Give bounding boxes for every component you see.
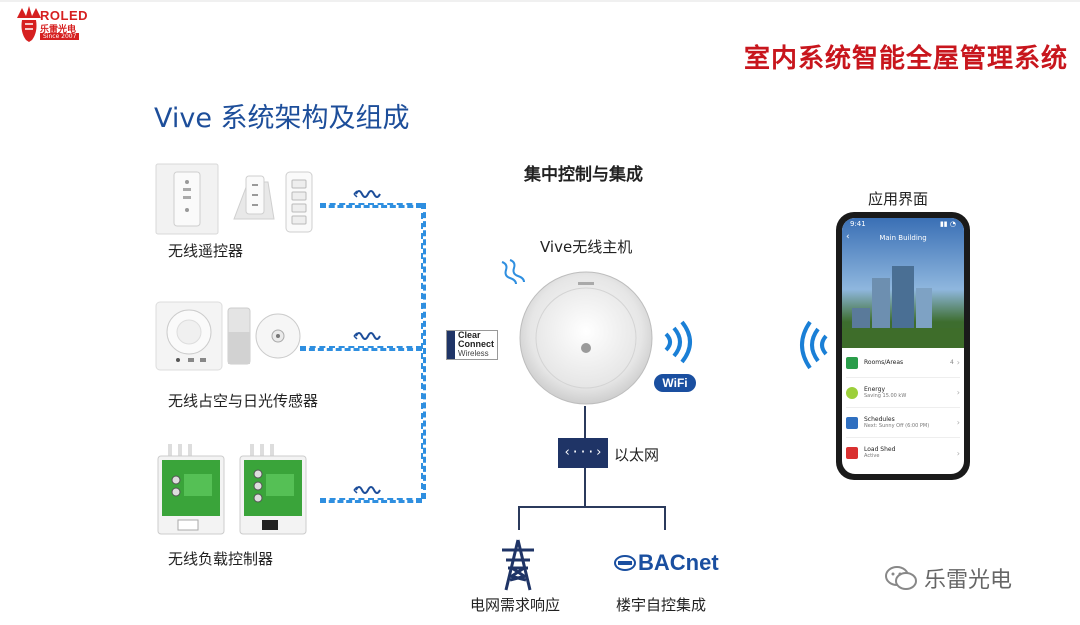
branch-line — [518, 506, 666, 508]
branch-line — [518, 506, 520, 530]
buildings-icon — [842, 266, 964, 348]
ethernet-line — [584, 406, 586, 438]
rooms-icon — [846, 356, 858, 369]
page-title: 室内系统智能全屋管理系统 — [743, 44, 1068, 74]
wifi-waves-icon — [662, 320, 692, 366]
hub-wireless-icon — [500, 258, 528, 292]
clear-connect-line1: Clear — [458, 330, 481, 340]
chevron-right-icon: › — [956, 448, 960, 458]
bms-label: 楼宇自控集成 — [616, 596, 707, 614]
top-divider — [0, 0, 1080, 2]
branch-line — [664, 506, 666, 530]
ashrae-icon — [614, 555, 636, 571]
phone-menu-item[interactable]: Energy Saving 15.00 kW › — [846, 378, 960, 408]
vive-hub-image — [518, 270, 654, 406]
chevron-right-icon: › — [956, 358, 960, 367]
bacnet-text: BACnet — [638, 550, 719, 575]
phone-screen: 9:41 ▮▮ ◔ Main Building ‹ Rooms/Areas 4 … — [842, 218, 964, 474]
ethernet-line — [584, 468, 586, 508]
phone-hero-image: 9:41 ▮▮ ◔ Main Building ‹ — [842, 218, 964, 348]
menu-item-sub: Active — [864, 453, 880, 459]
crown-icon — [17, 6, 41, 42]
phone-menu-item[interactable]: Load Shed Active › — [846, 438, 960, 468]
clear-connect-line3: Wireless — [458, 349, 489, 358]
clear-connect-line2: Connect — [458, 339, 494, 349]
menu-item-sub: Saving 15.00 kW — [864, 392, 907, 399]
menu-item-extra: 4 — [949, 359, 954, 366]
wechat-icon — [885, 566, 917, 590]
smartphone: 9:41 ▮▮ ◔ Main Building ‹ Rooms/Areas 4 … — [836, 212, 970, 480]
connector-line — [300, 346, 422, 351]
energy-icon — [846, 386, 858, 399]
load-controller-label: 无线负载控制器 — [168, 550, 274, 568]
menu-item-title: Load Shed — [864, 446, 896, 453]
back-icon[interactable]: ‹ — [846, 232, 850, 242]
menu-item-title: Energy — [864, 385, 886, 393]
load-controller-image — [156, 444, 308, 536]
center-title: 集中控制与集成 — [524, 165, 643, 185]
phone-time: 9:41 — [850, 220, 866, 228]
menu-item-title: Schedules — [864, 415, 895, 423]
bacnet-logo: BACnet — [614, 550, 719, 576]
ethernet-icon: ‹···› — [558, 438, 608, 468]
phone-header: Main Building — [879, 234, 927, 242]
rf-wave-icon — [353, 482, 384, 501]
load-shed-icon — [846, 447, 858, 459]
menu-item-title: Rooms/Areas — [864, 359, 904, 366]
section-title: Vive 系统架构及组成 — [154, 103, 410, 134]
power-tower-icon — [498, 539, 538, 594]
chevron-right-icon: › — [956, 388, 960, 397]
wifi-badge: WiFi — [654, 374, 696, 392]
remote-devices-image — [155, 163, 316, 236]
calendar-icon — [846, 416, 858, 429]
logo-brand: ROLED — [40, 8, 88, 23]
logo-chinese: 乐雷光电 — [40, 25, 77, 35]
watermark-text: 乐雷光电 — [924, 568, 1013, 593]
logo-since: Since 2007 — [40, 33, 80, 40]
clear-connect-badge: Clear Connect Wireless — [446, 330, 498, 360]
sensor-devices-image — [155, 301, 306, 374]
connector-line — [320, 498, 422, 503]
hub-label: Vive无线主机 — [540, 238, 633, 256]
remote-label: 无线遥控器 — [168, 242, 244, 260]
sensor-label: 无线占空与日光传感器 — [168, 392, 319, 410]
connector-line — [320, 203, 422, 208]
rf-wave-icon — [353, 328, 384, 347]
rf-wave-icon — [353, 186, 384, 205]
ethernet-label: 以太网 — [614, 446, 660, 464]
phone-status-icons: ▮▮ ◔ — [939, 220, 956, 228]
roled-logo — [14, 4, 104, 48]
menu-item-sub: Next: Sunny Off (6:00 PM) — [864, 422, 930, 429]
phone-menu-item[interactable]: Schedules Next: Sunny Off (6:00 PM) › — [846, 408, 960, 438]
app-label: 应用界面 — [868, 190, 929, 208]
watermark: 乐雷光电 — [884, 562, 1012, 594]
phone-menu-item[interactable]: Rooms/Areas 4 › — [846, 348, 960, 378]
chevron-right-icon: › — [956, 418, 960, 427]
phone-wireless-icon — [800, 320, 830, 372]
grid-label: 电网需求响应 — [470, 596, 561, 614]
connector-trunk — [421, 203, 426, 499]
